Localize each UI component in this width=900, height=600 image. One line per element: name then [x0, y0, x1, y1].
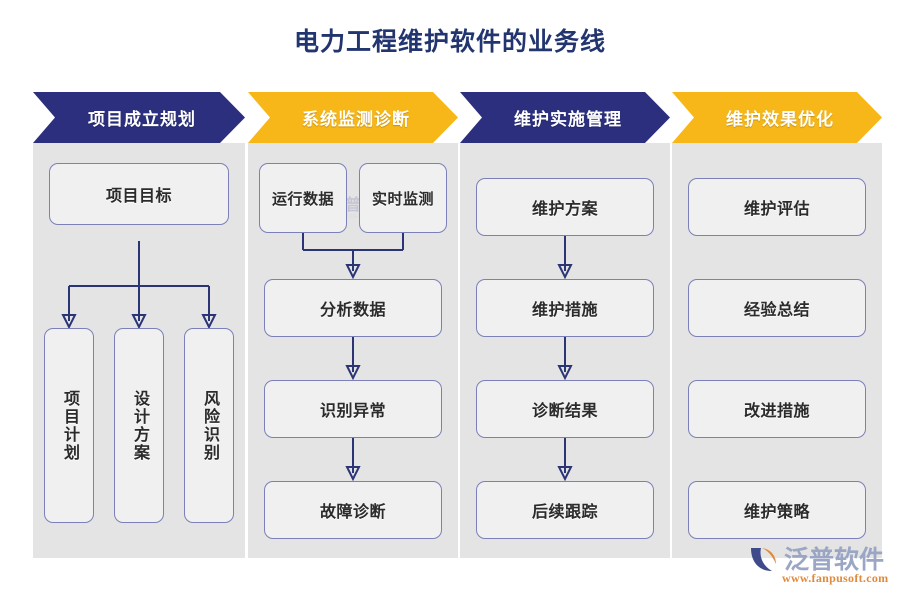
node-experience-summary[interactable]: 经验总结: [688, 279, 866, 337]
node-label: 识别异常: [319, 403, 386, 420]
arrowhead-chain-2: [557, 365, 573, 381]
column-header-system-monitoring-diagnosis[interactable]: 系统监测诊断: [248, 92, 458, 143]
column-project-setup-planning: 项目成立规划 项目目标 项目计划 设计方案 风险识别: [33, 92, 245, 558]
arrowhead-3: [201, 314, 217, 330]
arrowhead-2: [131, 314, 147, 330]
node-label: 风险识别: [201, 389, 218, 462]
arrowhead-chain-1: [557, 264, 573, 280]
node-fault-diagnosis[interactable]: 故障诊断: [264, 481, 442, 539]
node-label: 维护方案: [531, 201, 598, 218]
node-label: 实时监测: [371, 190, 434, 208]
node-diagnosis-result[interactable]: 诊断结果: [476, 380, 654, 438]
node-label: 维护评估: [743, 201, 810, 218]
node-maintenance-evaluation[interactable]: 维护评估: [688, 178, 866, 236]
node-label: 维护措施: [531, 302, 598, 319]
column-header-label: 维护效果优化: [726, 110, 834, 129]
node-realtime-monitor[interactable]: 实时监测: [359, 163, 447, 233]
arrowhead-merge: [345, 264, 361, 280]
node-design-scheme[interactable]: 设计方案: [114, 328, 164, 523]
node-label: 改进措施: [743, 403, 810, 420]
brand-url: www.fanpusoft.com: [782, 571, 889, 585]
column-body-project-setup-planning: 项目目标 项目计划 设计方案 风险识别: [33, 143, 245, 558]
node-identify-anomaly[interactable]: 识别异常: [264, 380, 442, 438]
arrowhead-chain-3: [557, 466, 573, 482]
node-label: 设计方案: [131, 389, 148, 462]
node-label: 运行数据: [271, 190, 334, 208]
node-follow-up-tracking[interactable]: 后续跟踪: [476, 481, 654, 539]
column-body-maintenance-effect-optimization: 维护评估 经验总结 改进措施 维护策略: [672, 143, 882, 558]
node-label: 维护策略: [743, 504, 810, 521]
node-improvement-measures[interactable]: 改进措施: [688, 380, 866, 438]
node-maintenance-measures[interactable]: 维护措施: [476, 279, 654, 337]
brand-logo: 泛普软件 www.fanpusoft.com: [748, 540, 888, 592]
page-title: 电力工程维护软件的业务线: [293, 28, 606, 56]
column-header-label: 维护实施管理: [514, 110, 622, 129]
node-project-plan[interactable]: 项目计划: [44, 328, 94, 523]
node-label: 故障诊断: [319, 504, 386, 521]
column-header-maintenance-implementation[interactable]: 维护实施管理: [460, 92, 670, 143]
node-project-goal[interactable]: 项目目标: [49, 163, 229, 225]
node-risk-identify[interactable]: 风险识别: [184, 328, 234, 523]
node-maintenance-plan[interactable]: 维护方案: [476, 178, 654, 236]
column-system-monitoring-diagnosis: 系统监测诊断 泛普软件 FANPU SOFTWARE 运: [248, 92, 458, 558]
column-header-project-setup-planning[interactable]: 项目成立规划: [33, 92, 245, 143]
fanpu-logo-mark-icon: [751, 548, 776, 571]
column-maintenance-effect-optimization: 维护效果优化 维护评估 经验总结 改进措施 维护策略: [672, 92, 882, 558]
column-body-system-monitoring-diagnosis: 泛普软件 FANPU SOFTWARE 运行数据 实时监测: [248, 143, 458, 558]
node-label: 项目目标: [105, 188, 172, 205]
column-header-label: 系统监测诊断: [302, 110, 410, 129]
chevron-banner-amber-icon: [248, 92, 458, 143]
node-label: 项目计划: [61, 389, 78, 462]
node-maintenance-strategy[interactable]: 维护策略: [688, 481, 866, 539]
node-label: 后续跟踪: [531, 504, 598, 521]
column-header-label: 项目成立规划: [88, 110, 196, 129]
arrowhead-anomaly: [345, 466, 361, 482]
brand-name: 泛普软件: [784, 546, 885, 574]
column-maintenance-implementation: 维护实施管理 维护方案 维护措施 诊断结果 后续跟踪: [460, 92, 670, 558]
arrowhead-1: [61, 314, 77, 330]
chevron-banner-amber-icon: [672, 92, 882, 143]
node-analyze-data[interactable]: 分析数据: [264, 279, 442, 337]
chevron-banner-navy-icon: [33, 92, 245, 143]
node-label: 分析数据: [319, 302, 386, 319]
node-label: 经验总结: [743, 302, 810, 319]
column-header-maintenance-effect-optimization[interactable]: 维护效果优化: [672, 92, 882, 143]
column-body-maintenance-implementation: 维护方案 维护措施 诊断结果 后续跟踪: [460, 143, 670, 558]
arrowhead-analyze: [345, 365, 361, 381]
chevron-banner-navy-icon: [460, 92, 670, 143]
node-label: 诊断结果: [531, 403, 598, 420]
node-operation-data[interactable]: 运行数据: [259, 163, 347, 233]
